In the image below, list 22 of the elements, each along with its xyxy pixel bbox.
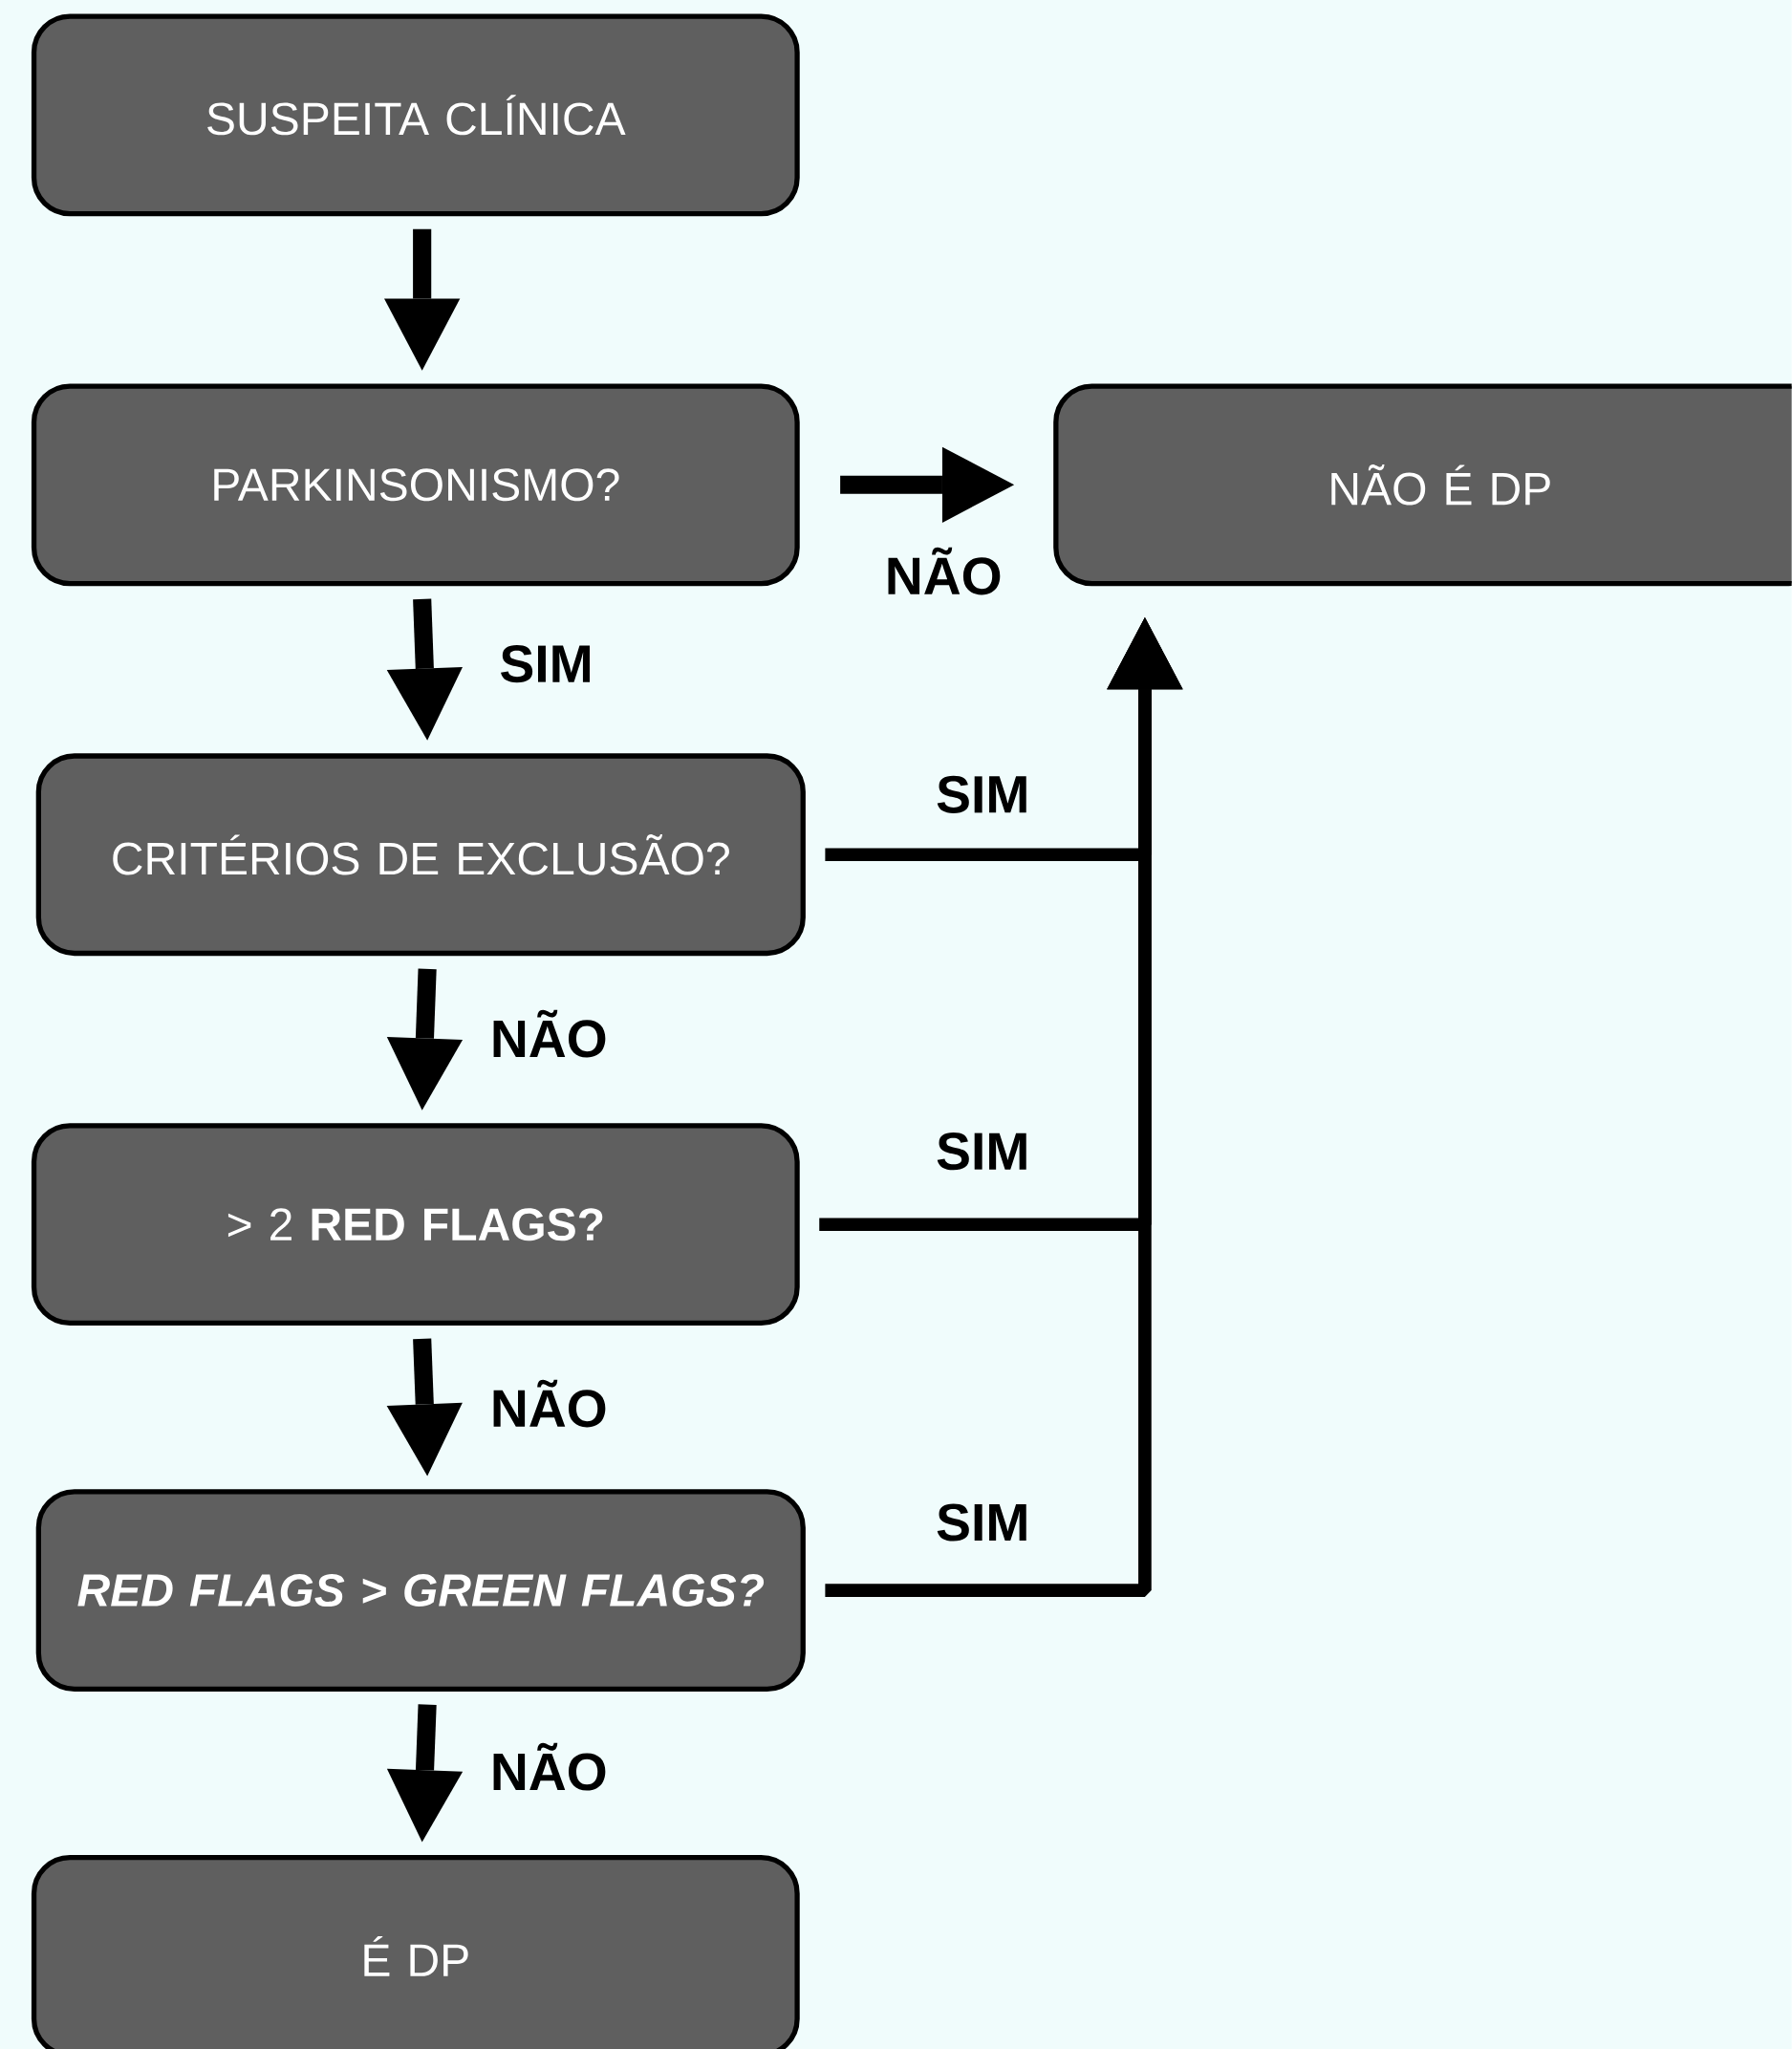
process-box: RED FLAGS > GREEN FLAGS? bbox=[35, 1489, 807, 1692]
arrow bbox=[386, 598, 464, 741]
process-box: > 2 RED FLAGS? bbox=[32, 1123, 800, 1326]
process-box: CRITÉRIOS DE EXCLUSÃO? bbox=[35, 753, 807, 957]
arrow bbox=[387, 968, 464, 1111]
arrow bbox=[387, 1704, 464, 1843]
arrow bbox=[825, 617, 1183, 1597]
arrow bbox=[384, 228, 461, 371]
arrow bbox=[386, 1338, 464, 1477]
process-box: SUSPEITA CLÍNICA bbox=[32, 13, 800, 217]
arrow bbox=[840, 446, 1015, 523]
edge-label: NÃO bbox=[880, 542, 1007, 600]
edge-label: NÃO bbox=[486, 1004, 613, 1063]
edge-label: SIM bbox=[494, 640, 598, 687]
edge-label: SIM bbox=[931, 1128, 1035, 1175]
process-box: NÃO É DP bbox=[1053, 383, 1792, 587]
process-box: É DP bbox=[32, 1855, 800, 2049]
process-box: PARKINSONISMO? bbox=[32, 383, 800, 587]
edge-label: NÃO bbox=[486, 1374, 613, 1433]
edge-label: SIM bbox=[931, 1499, 1035, 1546]
edge-label: SIM bbox=[931, 771, 1035, 818]
edge-label: NÃO bbox=[486, 1738, 613, 1796]
